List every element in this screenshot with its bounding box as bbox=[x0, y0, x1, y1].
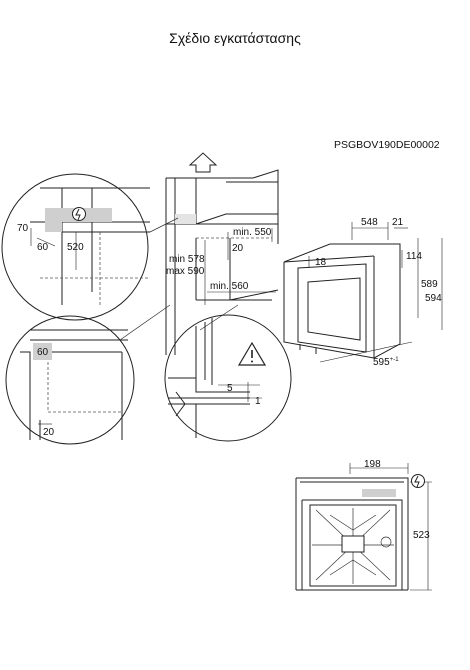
page-title: Σχέδιο εγκατάστασης bbox=[169, 30, 301, 46]
arrow-up-icon bbox=[188, 152, 218, 173]
top-view-drawing bbox=[295, 463, 432, 591]
detail-circle-top bbox=[1, 173, 150, 321]
detail-circle-bottom bbox=[164, 314, 292, 442]
cabinet-drawing bbox=[165, 169, 279, 355]
dim-5: 5 bbox=[227, 383, 233, 394]
dim-589: 589 bbox=[421, 279, 438, 290]
dim-70: 70 bbox=[17, 223, 29, 234]
dim-520: 520 bbox=[67, 242, 84, 253]
detail-circle-left bbox=[5, 315, 135, 445]
dim-548: 548 bbox=[361, 217, 378, 228]
oven-drawing bbox=[283, 222, 443, 363]
dim-max-590: max 590 bbox=[166, 266, 205, 277]
dim-198: 198 bbox=[364, 459, 381, 470]
power-plug-icon bbox=[72, 207, 86, 221]
dim-20-left: 20 bbox=[43, 427, 55, 438]
warning-icon bbox=[237, 341, 267, 366]
dim-min-578: min 578 bbox=[169, 254, 205, 265]
drawing-code: PSGBOV190DE00002 bbox=[334, 139, 440, 151]
dim-21: 21 bbox=[392, 217, 404, 228]
dim-114: 114 bbox=[406, 251, 422, 262]
dim-18: 18 bbox=[315, 257, 327, 268]
dim-594: 594 bbox=[425, 293, 442, 304]
dim-60-left: 60 bbox=[37, 347, 49, 358]
dim-min-550: min. 550 bbox=[233, 227, 272, 238]
dim-20-cabinet: 20 bbox=[232, 243, 244, 254]
dim-523: 523 bbox=[413, 530, 430, 541]
dim-60-top: 60 bbox=[37, 242, 49, 253]
dim-1: 1 bbox=[255, 396, 261, 407]
power-plug-icon bbox=[411, 474, 425, 488]
dim-min-560: min. 560 bbox=[210, 281, 249, 292]
dim-595: 595+-1 bbox=[373, 357, 399, 368]
